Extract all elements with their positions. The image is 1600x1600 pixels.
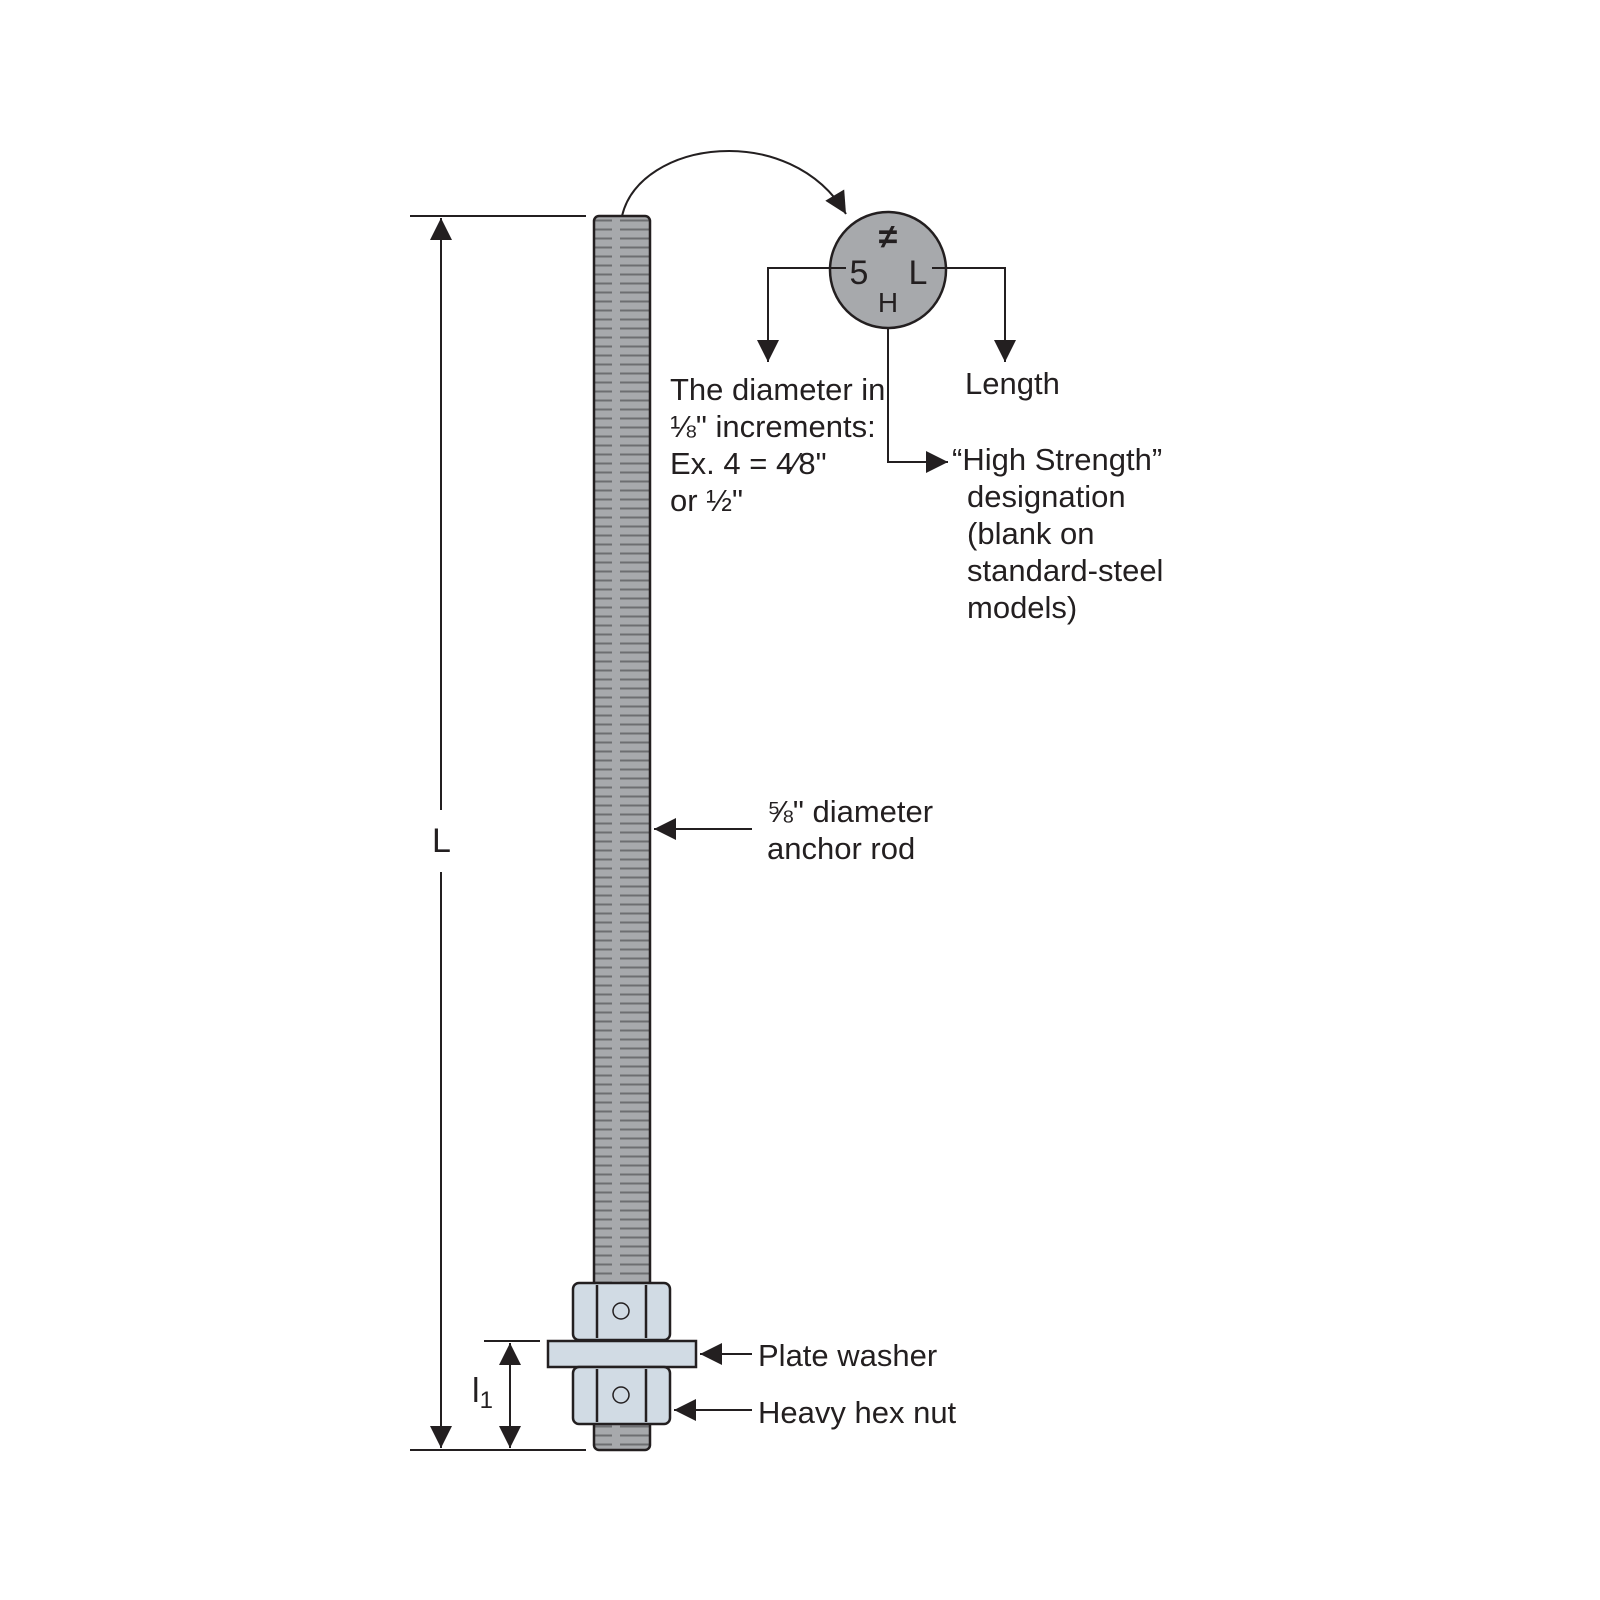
plate-washer-label: Plate washer bbox=[758, 1338, 937, 1373]
upper-hex-nut bbox=[571, 1281, 672, 1342]
diameter-label: The diameter in ⅛" increments: Ex. 4 = 4… bbox=[670, 372, 894, 518]
dimension-L-label: L bbox=[432, 822, 451, 860]
dimension-L bbox=[410, 215, 586, 1451]
rod-label: ⅝" diameter anchor rod bbox=[767, 794, 942, 866]
anchor-rod bbox=[592, 214, 652, 1452]
stamp-diameter: 5 bbox=[850, 254, 869, 292]
plate-washer bbox=[546, 1339, 698, 1369]
length-label: Length bbox=[965, 366, 1060, 401]
dimension-l1-label: l1 bbox=[472, 1372, 493, 1414]
stamp-strength: H bbox=[878, 287, 898, 318]
heavy-hex-nut bbox=[571, 1365, 672, 1426]
leaders bbox=[654, 267, 1016, 1421]
hex-nut-label: Heavy hex nut bbox=[758, 1395, 957, 1430]
high-strength-label: “High Strength” designation (blank on st… bbox=[952, 442, 1172, 625]
stamp-length: L bbox=[909, 254, 928, 292]
stamp-symbol: ≠ bbox=[879, 218, 898, 256]
curved-arrow bbox=[621, 149, 847, 217]
